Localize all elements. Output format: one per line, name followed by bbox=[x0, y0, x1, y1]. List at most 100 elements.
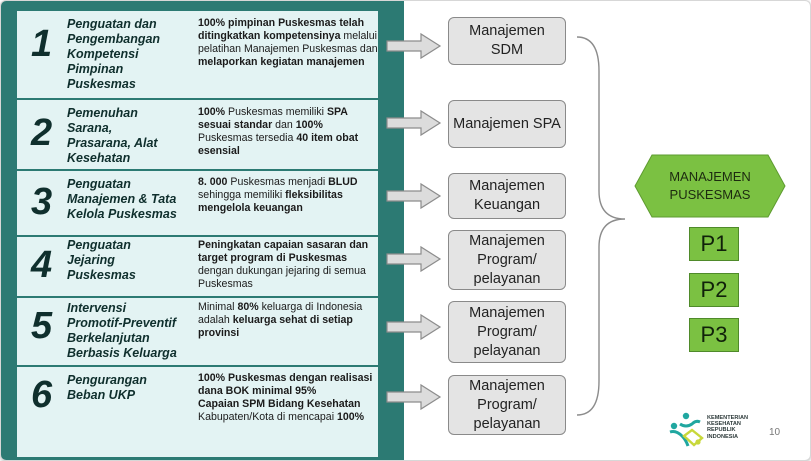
desc-segment: keluarga di Indonesia adalah bbox=[198, 301, 363, 326]
row-description: 8. 000 Puskesmas menjadi BLUD sehingga m… bbox=[198, 176, 378, 215]
row-description: 100% Puskesmas memiliki SPA sesuai stand… bbox=[198, 106, 378, 158]
hexagon-shape bbox=[634, 154, 786, 218]
row-number: 1 bbox=[31, 23, 53, 65]
desc-segment: 40 item obat esensial bbox=[198, 132, 359, 157]
curly-brace-icon bbox=[576, 36, 626, 416]
desc-segment: melalui pelatihan Manajemen Puskesmas da… bbox=[198, 30, 378, 55]
row-title-line: Pimpinan bbox=[67, 62, 124, 76]
row-title-line: Manajemen & Tata bbox=[67, 192, 177, 206]
desc-segment: Peningkatan capaian sasaran dan target p… bbox=[198, 239, 369, 264]
hexagon-label: MANAJEMEN PUSKESMAS bbox=[669, 169, 751, 202]
desc-segment: dengan dukungan jejaring di semua Puskes… bbox=[198, 265, 366, 290]
row-title-line: Sarana, bbox=[67, 121, 113, 135]
row-title-line: Kesehatan bbox=[67, 151, 131, 165]
desc-segment: 8. 000 bbox=[198, 176, 228, 188]
arrow-right-icon bbox=[386, 313, 442, 341]
row-title-line: Penguatan bbox=[67, 177, 131, 191]
pillar-box-p1: P1 bbox=[689, 227, 739, 261]
row-number: 3 bbox=[31, 181, 53, 223]
logo-text: KEMENTERIAN KESEHATAN REPUBLIK INDONESIA bbox=[707, 415, 763, 440]
row-description: Peningkatan capaian sasaran dan target p… bbox=[198, 239, 378, 291]
row-description: 100% Puskesmas dengan realisasi dana BOK… bbox=[198, 372, 378, 424]
desc-segment: dan bbox=[272, 119, 296, 131]
row-title-line: Penguatan bbox=[67, 238, 131, 252]
arrow-right-icon bbox=[386, 32, 442, 60]
desc-segment: SPA sesuai standar bbox=[198, 106, 348, 131]
row-title-line: Intervensi bbox=[67, 301, 127, 315]
row-title-line: Jejaring bbox=[67, 253, 115, 267]
row-title-line: Puskesmas bbox=[67, 268, 136, 282]
row-divider bbox=[17, 235, 378, 237]
row-divider bbox=[17, 98, 378, 100]
row-title-line: Prasarana, Alat bbox=[67, 136, 158, 150]
desc-segment: 80% bbox=[237, 301, 259, 313]
logo-line: KESEHATAN bbox=[707, 421, 741, 428]
manajemen-puskesmas-hexagon: MANAJEMEN PUSKESMAS bbox=[634, 154, 786, 218]
desc-segment: Capaian SPM Bidang Kesehatan bbox=[198, 398, 361, 410]
desc-segment: Puskesmas bbox=[288, 252, 347, 264]
management-box-keuangan: Manajemen Keuangan bbox=[448, 173, 566, 219]
desc-segment: Minimal bbox=[198, 301, 238, 313]
row-divider bbox=[17, 365, 378, 367]
desc-segment: 100% Puskesmas dengan realisasi dana BOK… bbox=[198, 372, 373, 397]
desc-segment: 100% bbox=[198, 106, 226, 118]
management-box-program-6: Manajemen Program/ pelayanan bbox=[448, 375, 566, 435]
arrow-right-icon bbox=[386, 383, 442, 411]
desc-segment: Puskesmas menjadi bbox=[227, 176, 329, 188]
desc-segment: Puskesmas tersedia bbox=[198, 132, 297, 144]
management-box-program-4: Manajemen Program/ pelayanan bbox=[448, 230, 566, 290]
row-title-line: Kelola Puskesmas bbox=[67, 207, 177, 221]
row-title-line: Penguatan dan bbox=[67, 17, 157, 31]
row-title-line: Beban UKP bbox=[67, 388, 136, 402]
row-number: 2 bbox=[31, 112, 53, 154]
arrow-right-icon bbox=[386, 109, 442, 137]
desc-segment: keluarga sehat di setiap provinsi bbox=[198, 314, 353, 339]
logo-line: KEMENTERIAN bbox=[707, 415, 749, 421]
arrow-right-icon bbox=[386, 245, 442, 273]
logo-line: REPUBLIK bbox=[707, 427, 736, 434]
desc-segment: 100% bbox=[337, 411, 365, 423]
row-title-line: Berkelanjutan bbox=[67, 331, 150, 345]
program-list-panel bbox=[17, 11, 378, 457]
row-divider bbox=[17, 296, 378, 298]
desc-segment: fleksibilitas mengelola keuangan bbox=[198, 189, 343, 214]
management-box-program-5: Manajemen Program/ pelayanan bbox=[448, 301, 566, 363]
row-description: Minimal 80% keluarga di Indonesia adalah… bbox=[198, 301, 378, 340]
row-number: 5 bbox=[31, 305, 53, 347]
row-description: 100% pimpinan Puskesmas telah ditingkatk… bbox=[198, 17, 378, 69]
pillar-box-p2: P2 bbox=[689, 273, 739, 307]
management-box-sdm: Manajemen SDM bbox=[448, 17, 566, 65]
row-divider bbox=[17, 169, 378, 171]
desc-segment: 100% bbox=[295, 119, 323, 131]
row-title-line: Puskesmas bbox=[67, 77, 136, 91]
row-title-line: Pengurangan bbox=[67, 373, 147, 387]
management-box-spa: Manajemen SPA bbox=[448, 100, 566, 148]
row-title-line: Pemenuhan bbox=[67, 106, 138, 120]
arrow-right-icon bbox=[386, 182, 442, 210]
row-title-line: Kompetensi bbox=[67, 47, 139, 61]
row-number: 4 bbox=[31, 244, 53, 286]
desc-segment: Kabupaten/Kota di mencapai bbox=[198, 411, 337, 423]
logo-line: INDONESIA bbox=[707, 433, 739, 440]
page-number: 10 bbox=[769, 427, 781, 438]
kemenkes-logo-icon bbox=[669, 412, 704, 447]
pillar-box-p3: P3 bbox=[689, 318, 739, 352]
row-title-line: Pengembangan bbox=[67, 32, 161, 46]
desc-segment: BLUD bbox=[328, 176, 358, 188]
row-title-line: Promotif-Preventif bbox=[67, 316, 177, 330]
row-number: 6 bbox=[31, 374, 53, 416]
desc-segment: melaporkan kegiatan manajemen bbox=[198, 56, 365, 68]
desc-segment: Puskesmas memiliki bbox=[225, 106, 327, 118]
